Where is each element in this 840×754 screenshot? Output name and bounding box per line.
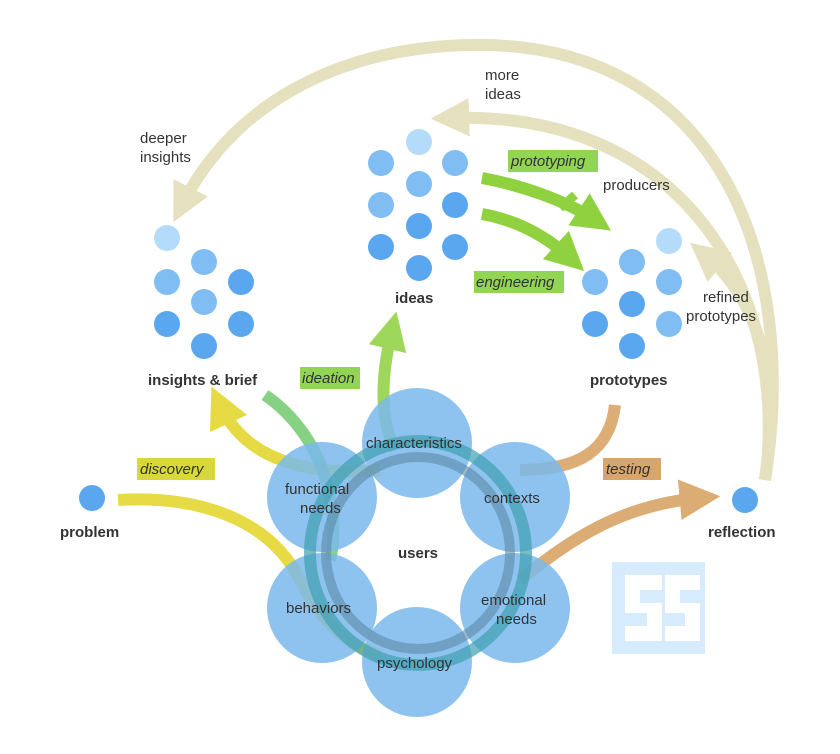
cluster-dot [191, 289, 217, 315]
cluster-dot [619, 333, 645, 359]
cluster-dot [406, 213, 432, 239]
ideas-dot-cluster [368, 129, 468, 281]
prototyping-tag-bg [508, 150, 598, 172]
more-ideas-label-2: ideas [485, 86, 521, 103]
characteristics-label: characteristics [366, 435, 462, 452]
cluster-dot [656, 269, 682, 295]
cluster-dot [442, 192, 468, 218]
behaviors-label: behaviors [286, 600, 351, 617]
cluster-dot [406, 129, 432, 155]
engineering-tag: engineering [476, 274, 555, 291]
cluster-dot [656, 311, 682, 337]
producers-label: producers [603, 177, 670, 194]
functional-needs-label-2: needs [300, 500, 341, 517]
ring-loop-outer [304, 435, 532, 671]
testing-tag: testing [606, 461, 651, 478]
insights-brief-label: insights & brief [148, 372, 258, 389]
cluster-dot [191, 333, 217, 359]
problem-dot [79, 485, 105, 511]
cluster-dot [368, 234, 394, 260]
reflection-dot [732, 487, 758, 513]
problem-label: problem [60, 524, 119, 541]
insights-dot-cluster [154, 225, 254, 359]
users-label: users [398, 545, 438, 562]
ideas-label: ideas [395, 290, 433, 307]
cluster-dot [368, 192, 394, 218]
deeper-insights-label-1: deeper [140, 130, 187, 147]
prototypes-dot-cluster [582, 228, 682, 359]
psychology-label: psychology [377, 655, 453, 672]
cluster-dot [406, 171, 432, 197]
cluster-dot [582, 269, 608, 295]
ideation-tag: ideation [302, 370, 355, 387]
users-ring [267, 388, 570, 717]
cluster-dot [619, 291, 645, 317]
testing-tag-bg [603, 458, 661, 480]
refined-prototypes-label-2: prototypes [686, 308, 756, 325]
refined-prototypes-label-1: refined [703, 289, 749, 306]
cluster-dot [368, 150, 394, 176]
deeper-insights-label-2: insights [140, 149, 191, 166]
feedback-loops [173, 38, 779, 481]
cluster-dot [228, 311, 254, 337]
prototyping-tag: prototyping [510, 153, 586, 170]
stage-tags: discovery ideation prototyping engineeri… [137, 150, 661, 480]
cluster-dot [406, 255, 432, 281]
cluster-dot [228, 269, 254, 295]
producers-dash [557, 191, 578, 212]
emotional-needs-label-1: emotional [481, 592, 546, 609]
cluster-dot [582, 311, 608, 337]
engineering-arrow [480, 208, 585, 271]
cluster-dot [442, 234, 468, 260]
cluster-dot [656, 228, 682, 254]
cluster-dot [154, 269, 180, 295]
cluster-dot [154, 311, 180, 337]
cluster-dot [154, 225, 180, 251]
cluster-dot [191, 249, 217, 275]
reflection-label: reflection [708, 524, 776, 541]
more-ideas-label-1: more [485, 67, 519, 84]
deeper-insights-arrow [173, 38, 779, 481]
cluster-dot [442, 150, 468, 176]
functional-needs-label-1: functional [285, 481, 349, 498]
discovery-tag-bg [137, 458, 215, 480]
refined-prototypes-arrow [690, 242, 776, 481]
ideation-tag-bg [300, 367, 360, 389]
logo-mark [612, 562, 705, 654]
engineering-tag-bg [474, 271, 564, 293]
prototypes-label: prototypes [590, 372, 668, 389]
prototyping-arrow [480, 172, 611, 231]
discovery-tag: discovery [140, 461, 205, 478]
cluster-dot [619, 249, 645, 275]
contexts-label: contexts [484, 490, 540, 507]
emotional-needs-label-2: needs [496, 611, 537, 628]
ring-loop-inner [321, 452, 515, 654]
